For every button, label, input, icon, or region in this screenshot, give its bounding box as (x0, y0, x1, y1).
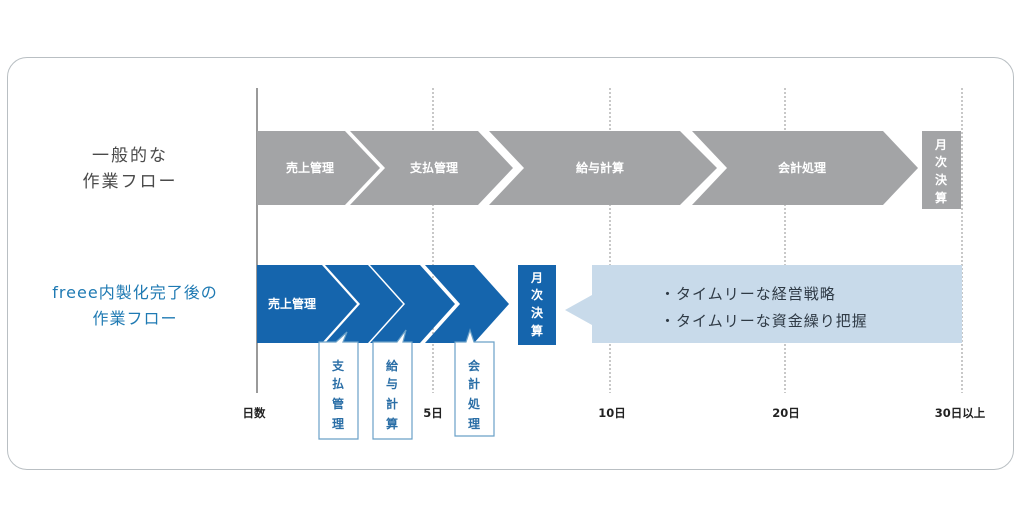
freee-close-char-3: 決 (531, 305, 544, 320)
callout-1-char-3: 管 (332, 396, 344, 411)
freee-flow-label-line1: freee内製化完了後の (52, 283, 218, 302)
freee-step-label-1: 売上管理 (268, 296, 316, 311)
callout-2-char-4: 算 (386, 416, 398, 431)
general-flow-label-line1: 一般的な (92, 146, 168, 166)
general-flow-label-line2: 作業フロー (82, 172, 178, 192)
general-close-char-1: 月 (934, 138, 947, 152)
callout-2-char-1: 給 (386, 358, 399, 373)
callout-1-char-1: 支 (331, 358, 345, 373)
callout-payment (318, 331, 359, 440)
general-monthly-close-box (922, 131, 961, 209)
tick-label-5: 5日 (423, 406, 443, 420)
benefit-1: ・タイムリーな経営戦略 (660, 285, 836, 303)
general-step-arrow-4 (692, 131, 918, 205)
callout-2-char-3: 計 (386, 396, 398, 411)
freee-close-char-4: 算 (531, 323, 543, 338)
callout-1-char-4: 理 (332, 417, 344, 431)
general-close-char-3: 決 (935, 172, 948, 187)
freee-step-arrow-2 (325, 265, 403, 343)
general-step-arrow-1 (257, 131, 380, 205)
tick-label-days: 日数 (243, 406, 266, 420)
general-step-label-2: 支払管理 (409, 160, 458, 175)
freee-step-arrow-3 (370, 265, 455, 343)
callout-payroll (372, 329, 413, 440)
general-step-label-3: 給与計算 (576, 160, 624, 175)
callout-1-char-2: 払 (332, 376, 344, 391)
general-step-label-1: 売上管理 (286, 160, 334, 175)
freee-close-char-2: 次 (531, 287, 543, 302)
freee-step-arrow-1 (257, 265, 357, 343)
tick-label-10: 10日 (598, 406, 626, 420)
freee-flow-label: freee内製化完了後の 作業フロー (20, 280, 250, 332)
general-close-char-2: 次 (935, 154, 947, 169)
general-step-arrow-2 (350, 131, 513, 205)
freee-monthly-close-box (518, 265, 556, 345)
callout-3-char-4: 理 (468, 417, 480, 431)
general-flow-label: 一般的な 作業フロー (60, 143, 200, 195)
callout-3-char-1: 会 (468, 358, 481, 373)
freee-close-char-1: 月 (530, 271, 543, 285)
callout-2-char-2: 与 (386, 377, 398, 391)
freee-flow-label-line2: 作業フロー (92, 309, 178, 328)
general-step-label-4: 会計処理 (778, 160, 826, 175)
tick-label-30: 30日以上 (935, 406, 986, 420)
callout-accounting (454, 328, 495, 437)
benefits-callout (565, 265, 962, 343)
tick-label-20: 20日 (772, 406, 800, 420)
diagram-card (7, 57, 1014, 470)
general-step-arrow-3 (489, 131, 717, 205)
benefit-2: ・タイムリーな資金繰り把握 (660, 312, 868, 330)
freee-step-arrow-4 (425, 265, 509, 343)
general-close-char-4: 算 (935, 190, 947, 205)
callout-3-char-2: 計 (468, 376, 480, 391)
callout-3-char-3: 処 (467, 396, 481, 411)
